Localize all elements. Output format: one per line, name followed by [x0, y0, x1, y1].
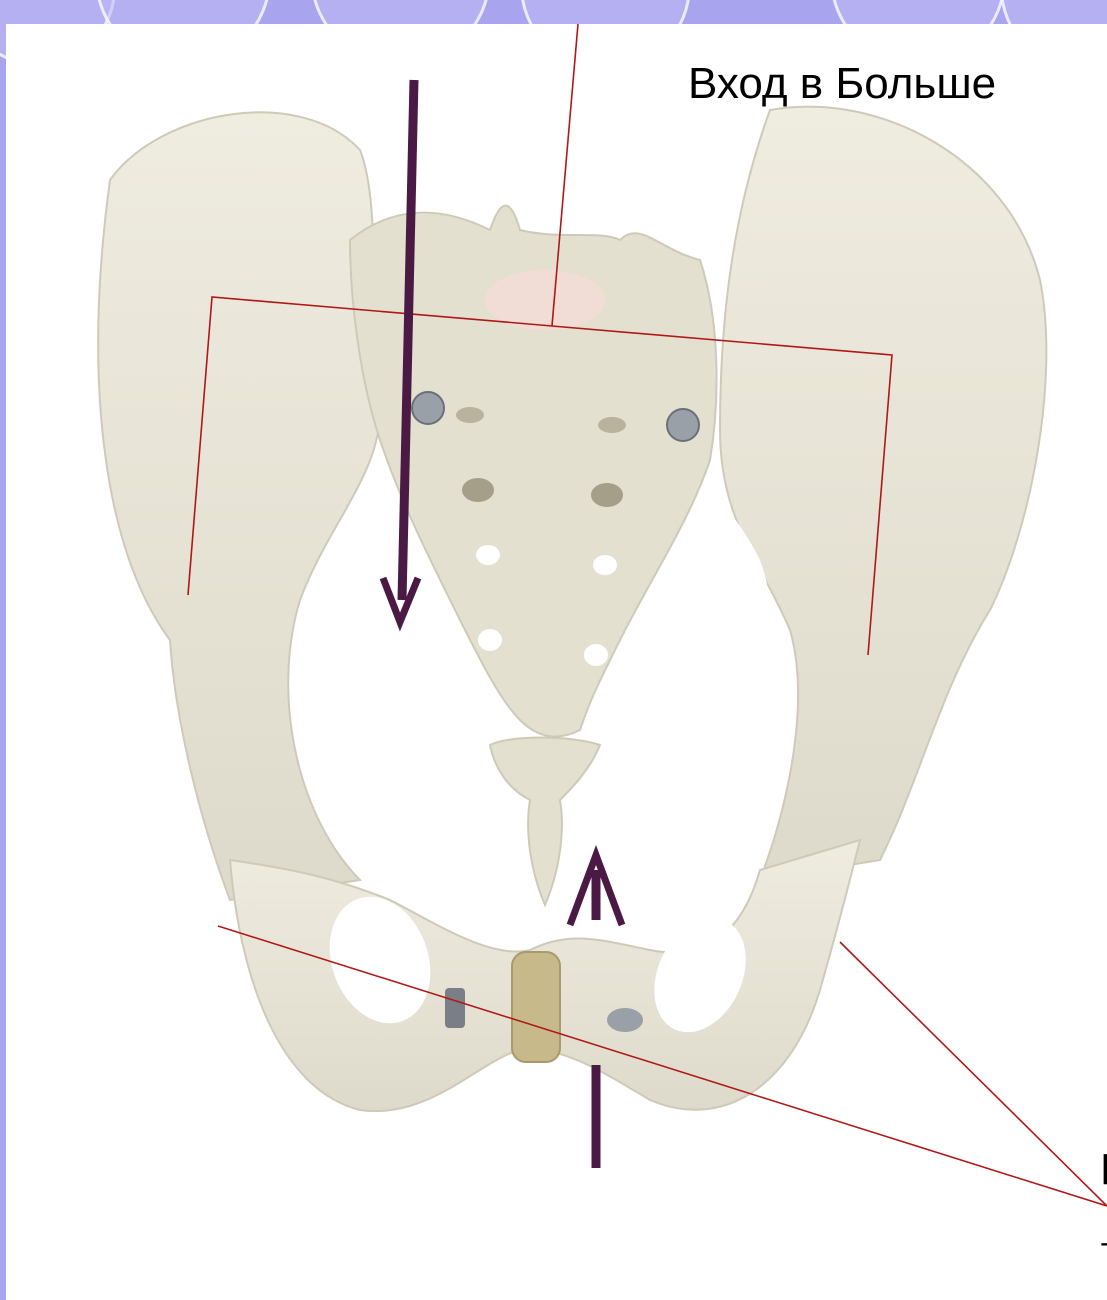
pelvis-bone	[98, 107, 1046, 1112]
right-iliac-wing	[720, 107, 1046, 880]
pubic-symphysis	[512, 952, 560, 1062]
slide-canvas: Вход в Больше Г -	[6, 24, 1107, 1300]
model-bolt	[412, 392, 444, 424]
left-iliac-wing	[98, 112, 380, 900]
model-bolt	[445, 988, 465, 1028]
model-bolt	[607, 1008, 643, 1032]
sacral-promontory	[485, 270, 605, 330]
model-bolt	[667, 409, 699, 441]
bottom-caption: Г	[1100, 1148, 1107, 1192]
bottom-pointer-line-2	[840, 942, 1107, 1206]
top-caption: Вход в Больше	[688, 62, 996, 106]
bottom-caption-dash: -	[1100, 1228, 1107, 1258]
pelvis-illustration	[6, 24, 1107, 1300]
